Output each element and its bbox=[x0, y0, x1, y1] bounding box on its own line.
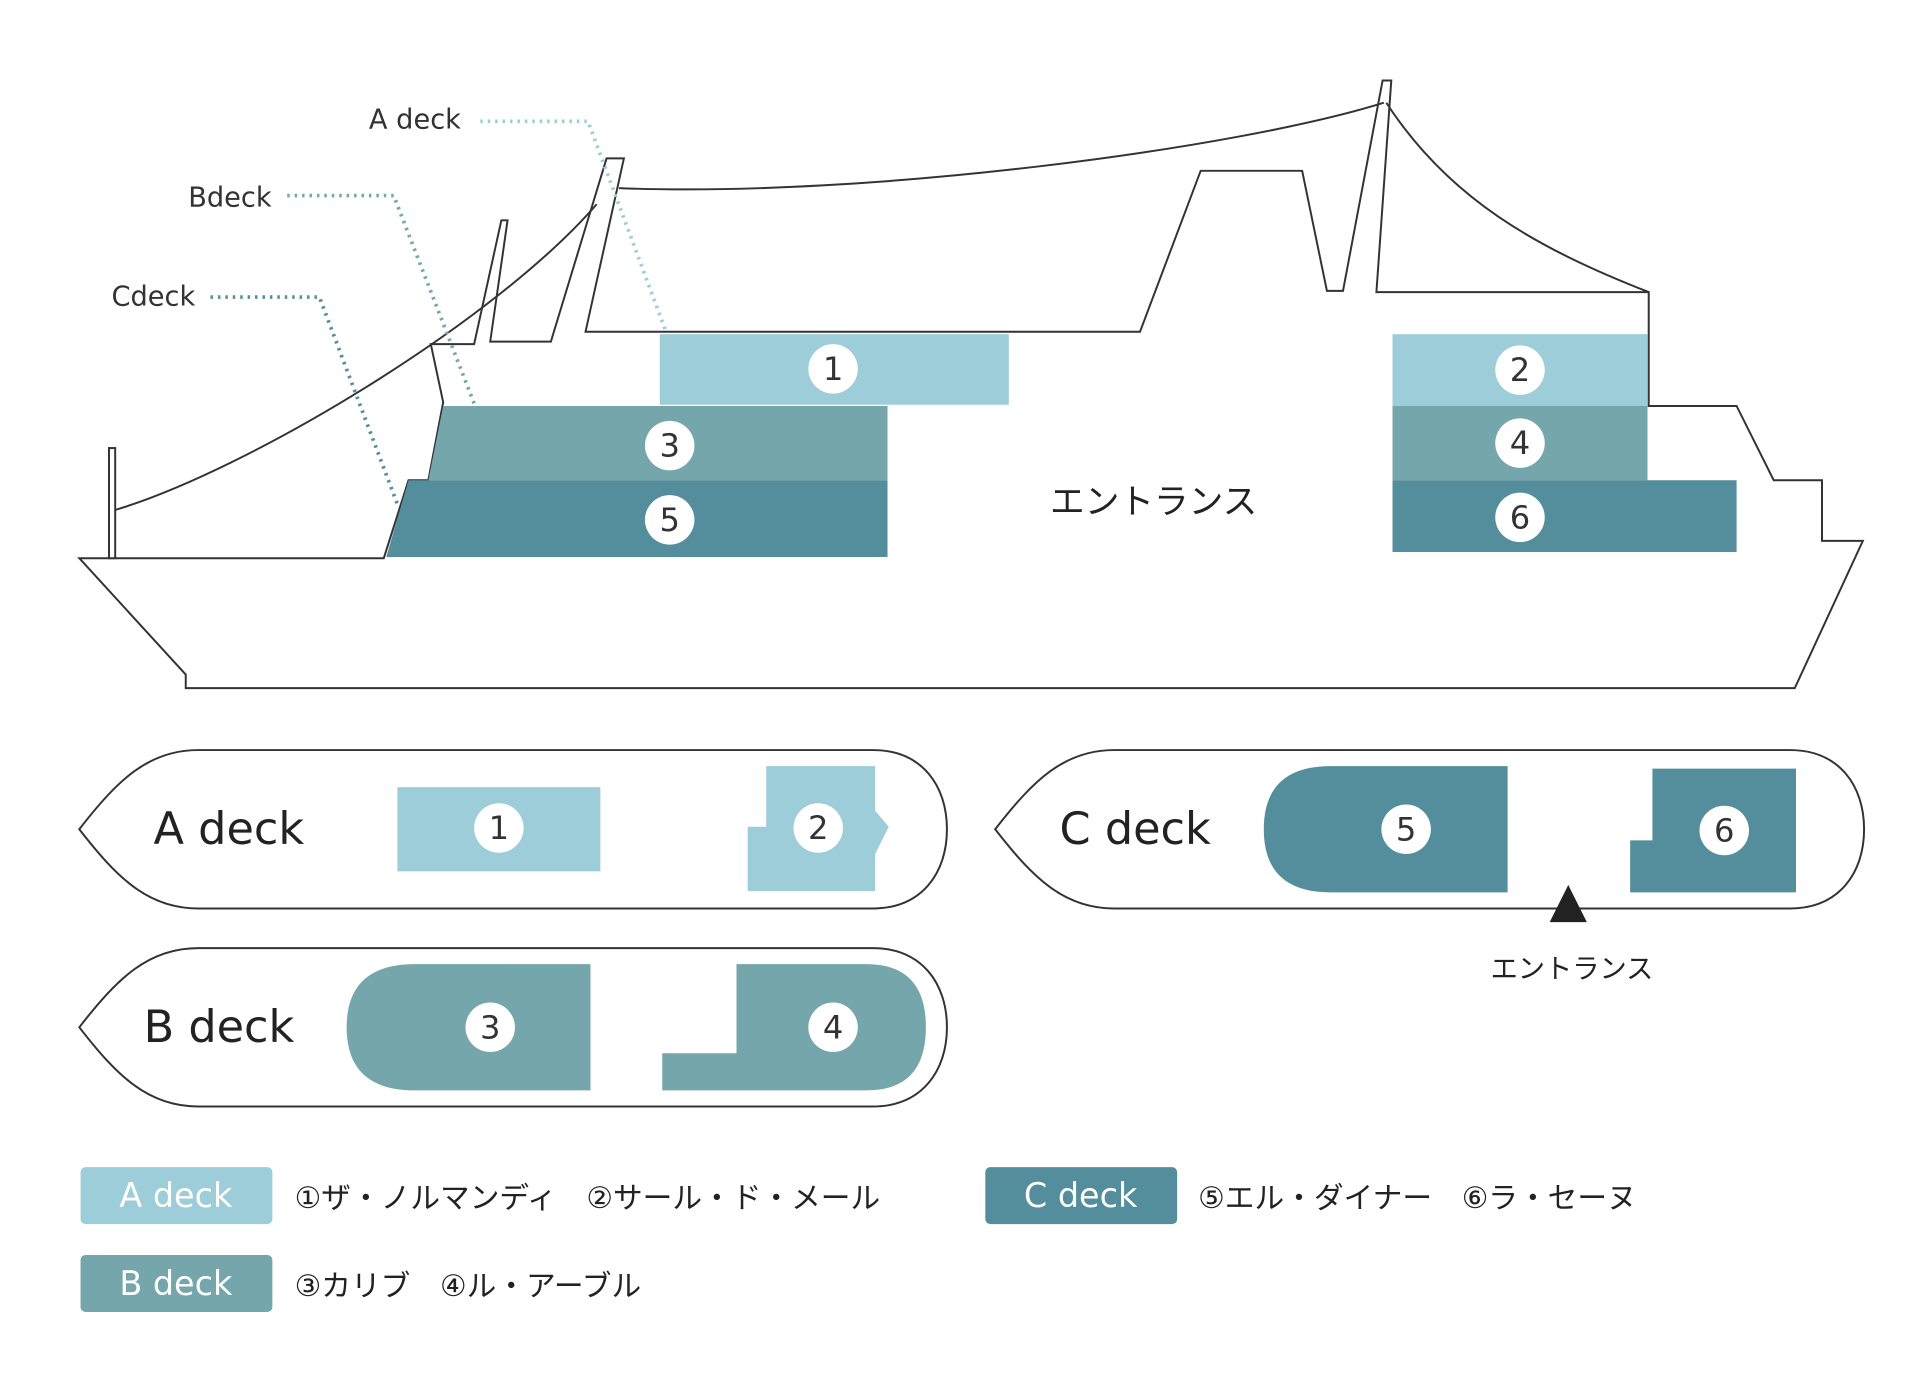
entrance-label-plan: エントランス bbox=[1491, 954, 1654, 985]
plan-a-deck: A deck 1 2 bbox=[78, 749, 948, 910]
c-deck-callout: Cdeck bbox=[111, 282, 195, 313]
legend-item-b: B deck ③カリブ ④ル・アーブル bbox=[80, 1255, 642, 1312]
svg-text:A deck: A deck bbox=[119, 1176, 233, 1215]
svg-text:4: 4 bbox=[1510, 424, 1530, 462]
room-marker: 1 bbox=[474, 803, 524, 853]
room-marker: 5 bbox=[1381, 804, 1431, 855]
entrance-label: エントランス bbox=[1050, 483, 1257, 523]
room-marker: 2 bbox=[1495, 345, 1545, 395]
legend: A deck ①ザ・ノルマンディ ②サール・ド・メール C deck ⑤エル・ダ… bbox=[80, 1167, 1637, 1312]
room-4-plan bbox=[662, 964, 926, 1091]
legend-item-c: C deck ⑤エル・ダイナー ⑥ラ・セーヌ bbox=[985, 1167, 1637, 1225]
room-marker: 3 bbox=[644, 420, 695, 471]
svg-text:2: 2 bbox=[1510, 351, 1530, 389]
svg-text:⑤エル・ダイナー ⑥ラ・セーヌ: ⑤エル・ダイナー ⑥ラ・セーヌ bbox=[1198, 1181, 1637, 1216]
plan-c-deck: C deck 5 6 エントランス bbox=[993, 749, 1866, 985]
legend-item-a: A deck ①ザ・ノルマンディ ②サール・ド・メール bbox=[80, 1167, 881, 1225]
rigging-rope bbox=[1385, 102, 1650, 294]
ship-side-view: 1 2 3 4 5 6 エントランス A deck Bdeck Cdeck bbox=[77, 79, 1865, 690]
room-marker: 4 bbox=[808, 1002, 858, 1053]
svg-text:4: 4 bbox=[823, 1008, 843, 1046]
svg-text:1: 1 bbox=[489, 809, 509, 847]
svg-text:①ザ・ノルマンディ ②サール・ド・メール: ①ザ・ノルマンディ ②サール・ド・メール bbox=[295, 1181, 881, 1216]
c-deck-leader bbox=[210, 295, 401, 509]
svg-text:C deck: C deck bbox=[1060, 803, 1211, 855]
room-marker: 6 bbox=[1495, 492, 1545, 543]
plan-b-deck: B deck 3 4 bbox=[78, 947, 948, 1108]
svg-text:B deck: B deck bbox=[119, 1264, 233, 1303]
svg-text:③カリブ ④ル・アーブル: ③カリブ ④ル・アーブル bbox=[295, 1269, 642, 1304]
svg-text:5: 5 bbox=[659, 501, 679, 539]
room-marker: 5 bbox=[644, 495, 695, 545]
entrance-arrow-icon bbox=[1549, 884, 1587, 923]
svg-text:3: 3 bbox=[480, 1008, 500, 1046]
mast bbox=[108, 447, 117, 560]
svg-text:5: 5 bbox=[1396, 810, 1416, 848]
room-marker: 2 bbox=[793, 803, 843, 853]
b-deck-callout: Bdeck bbox=[188, 183, 272, 214]
room-marker: 3 bbox=[465, 1002, 515, 1053]
rigging-rope bbox=[618, 101, 1385, 191]
svg-text:6: 6 bbox=[1510, 498, 1530, 536]
svg-text:3: 3 bbox=[659, 427, 679, 465]
svg-text:A deck: A deck bbox=[154, 803, 305, 855]
svg-text:2: 2 bbox=[808, 809, 828, 847]
room-marker: 1 bbox=[808, 344, 858, 394]
room-5-side bbox=[386, 480, 888, 557]
room-marker: 4 bbox=[1495, 418, 1545, 468]
svg-text:1: 1 bbox=[823, 350, 843, 388]
a-deck-callout: A deck bbox=[369, 105, 461, 136]
room-marker: 6 bbox=[1699, 805, 1749, 856]
svg-text:C deck: C deck bbox=[1024, 1176, 1138, 1215]
b-deck-leader bbox=[287, 193, 476, 405]
svg-text:B deck: B deck bbox=[144, 1001, 295, 1053]
rigging-rope bbox=[114, 203, 598, 511]
room-6-side bbox=[1392, 480, 1737, 553]
svg-text:6: 6 bbox=[1714, 812, 1734, 850]
